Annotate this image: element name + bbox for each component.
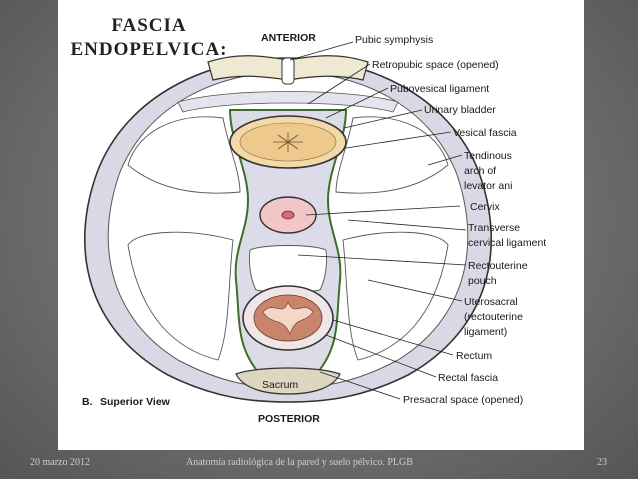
label-transverse: Transverse: [468, 222, 520, 234]
label-cervical-ligament: cervical ligament: [468, 237, 546, 249]
retropubic-space: [177, 91, 399, 113]
label-arch-of: arch of: [464, 165, 496, 177]
pararectal-space-left: [127, 231, 234, 361]
pararectal-space-right: [342, 231, 449, 361]
view-label-prefix: B.: [82, 396, 93, 408]
label-pubic-symphysis: Pubic symphysis: [355, 34, 433, 46]
slide-title-line1: FASCIA: [111, 15, 187, 36]
footer-page-number: 23: [597, 457, 607, 468]
slide-title-line2: ENDOPELVICA:: [70, 39, 228, 60]
label-tendinous: Tendinous: [464, 150, 512, 162]
label-rectouterine: Rectouterine: [468, 260, 528, 272]
slide-title: FASCIA ENDOPELVICA:: [64, 14, 234, 62]
label-cervix: Cervix: [470, 201, 501, 213]
sacrum-bone: [235, 367, 341, 395]
label-levator-ani: levator ani: [464, 180, 512, 192]
label-pouch: pouch: [468, 275, 497, 287]
view-label: Superior View: [100, 396, 171, 408]
label-presacral-space: Presacral space (opened): [403, 394, 523, 406]
pelvis-diagram: ANTERIOR POSTERIOR Sacrum B. Superior Vi…: [82, 32, 546, 425]
label-rectouterine-paren: (rectouterine: [464, 311, 523, 323]
footer-date: 20 marzo 2012: [30, 457, 90, 468]
label-rectum: Rectum: [456, 350, 492, 362]
label-rectal-fascia: Rectal fascia: [438, 372, 498, 384]
pubic-symphysis: [281, 57, 295, 85]
label-sacrum: Sacrum: [262, 379, 298, 391]
rectouterine-pouch: [249, 245, 327, 294]
orientation-posterior: POSTERIOR: [258, 413, 320, 425]
paravesical-space-left: [127, 116, 241, 194]
footer-course-title: Anatomía radiológica de la pared y suelo…: [186, 457, 413, 468]
label-ligament-paren: ligament): [464, 326, 507, 338]
label-vesical-fascia: Vesical fascia: [453, 127, 517, 139]
orientation-anterior: ANTERIOR: [261, 32, 316, 44]
label-retropubic-space: Retropubic space (opened): [372, 59, 499, 71]
label-urinary-bladder: Urinary bladder: [424, 104, 496, 116]
paravesical-space-right: [335, 116, 449, 194]
label-pubovesical-ligament: Pubovesical ligament: [390, 83, 489, 95]
label-uterosacral: Uterosacral: [464, 296, 518, 308]
anatomy-figure: ANTERIOR POSTERIOR Sacrum B. Superior Vi…: [58, 0, 584, 450]
